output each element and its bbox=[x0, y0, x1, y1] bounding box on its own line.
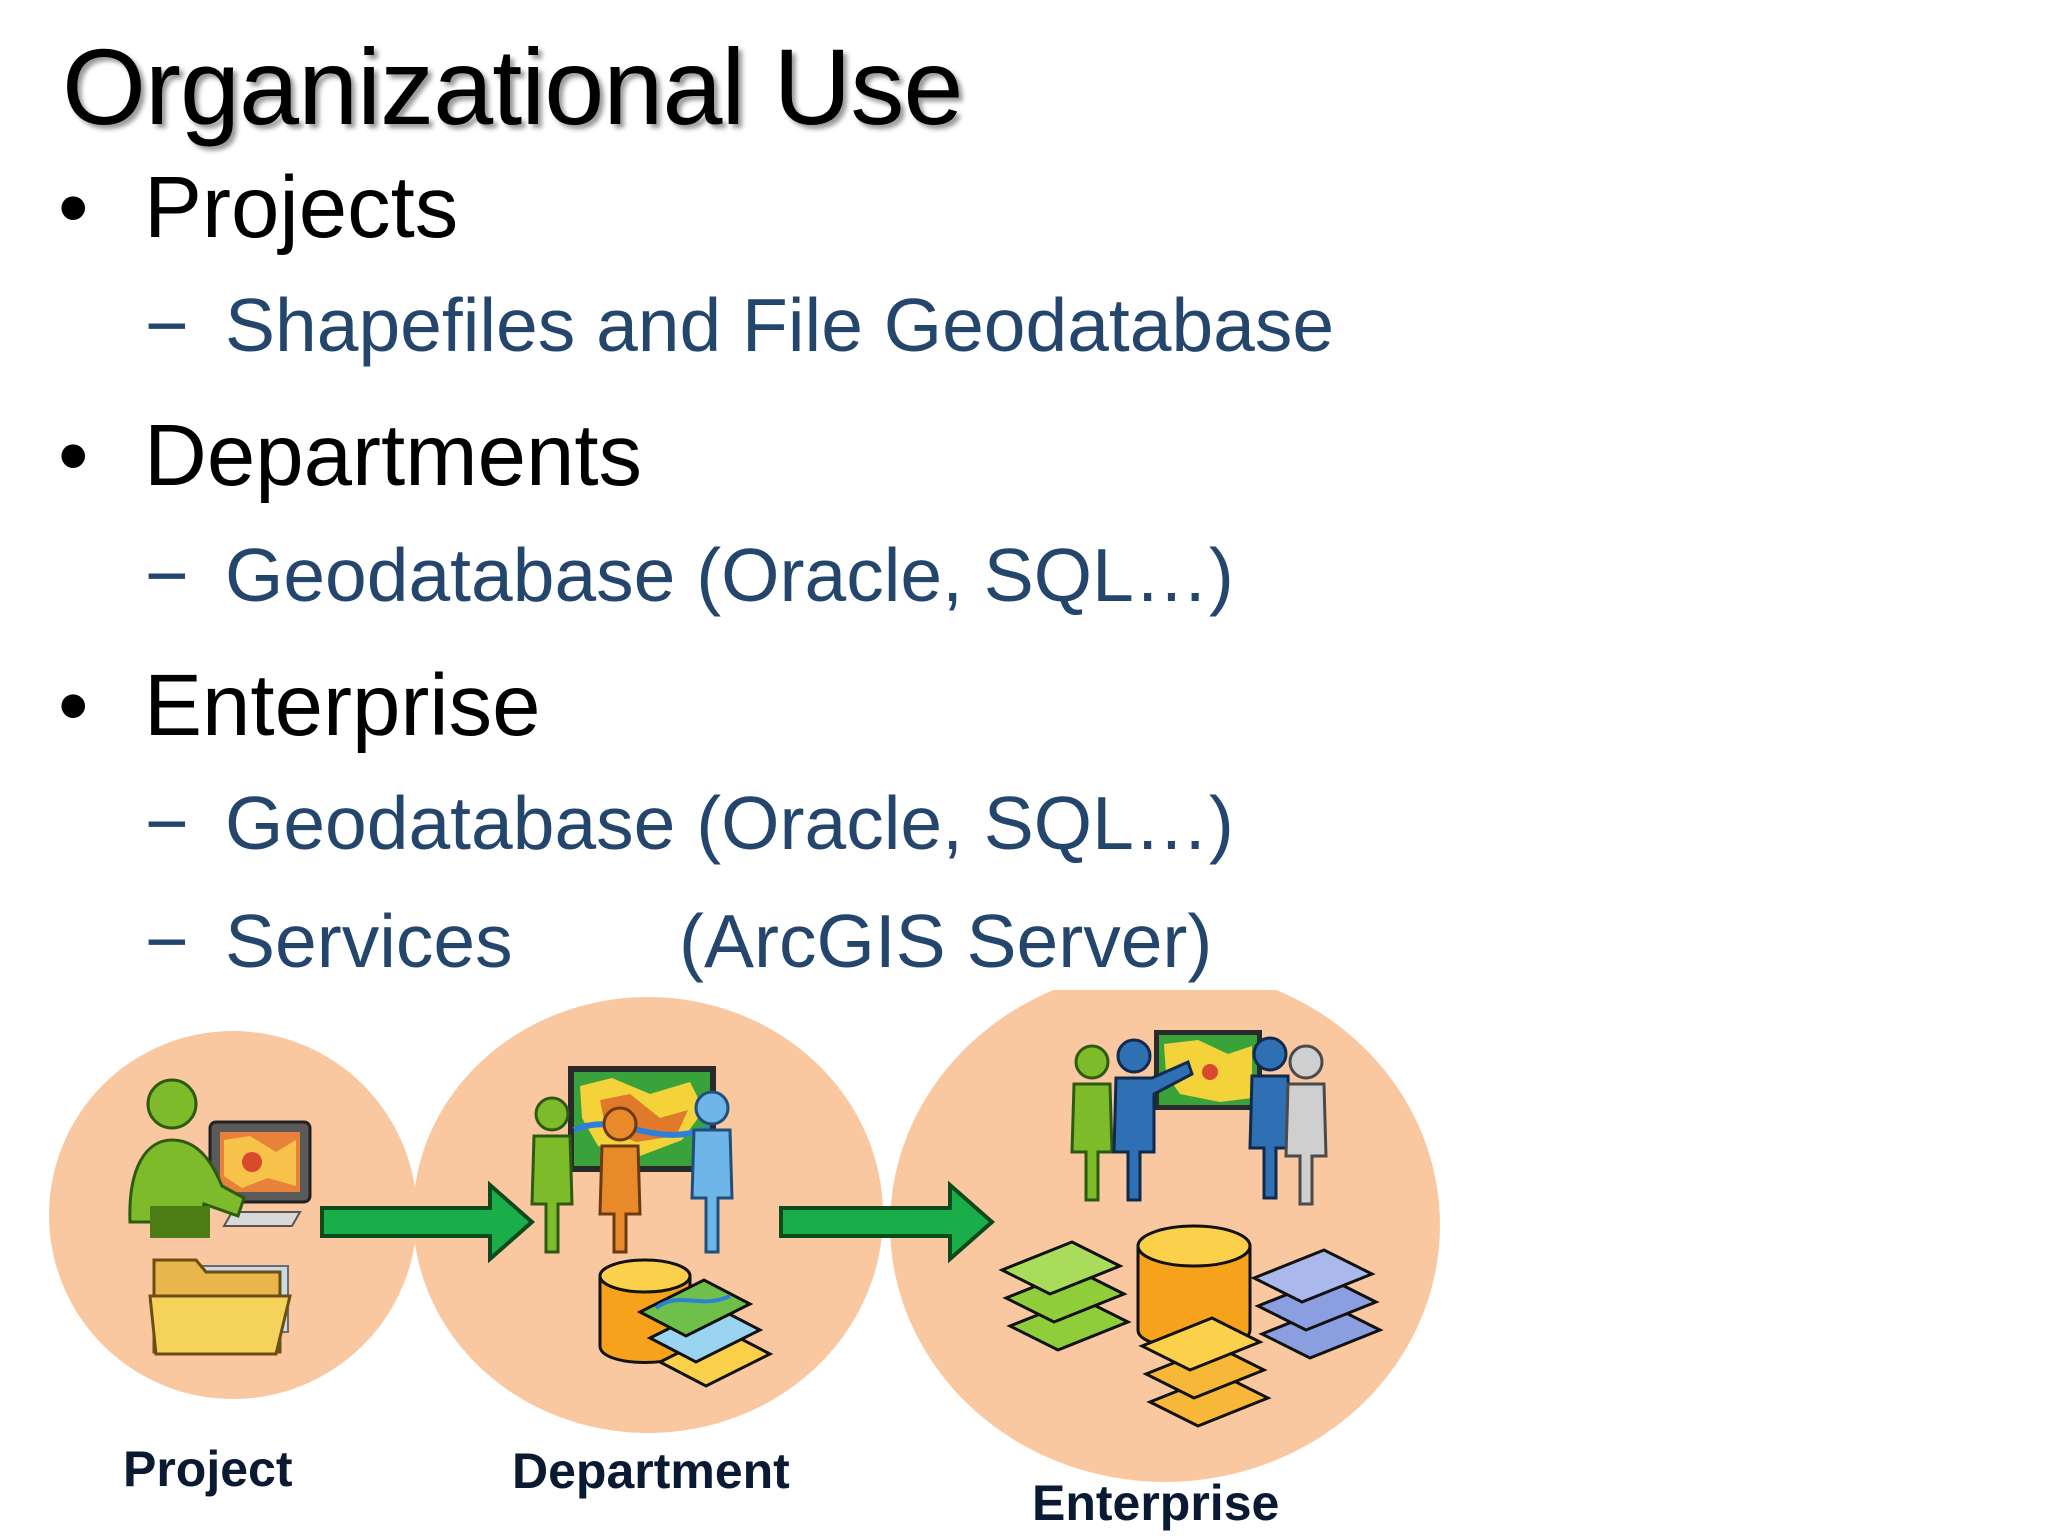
sub-item-services: −Services (ArcGIS Server) bbox=[145, 898, 1212, 984]
caption-project: Project bbox=[123, 1441, 293, 1497]
bullet-list: •Projects −Shapefiles and File Geodataba… bbox=[58, 158, 1334, 984]
bullet-dot: • bbox=[58, 159, 89, 256]
bullet-projects: • Projects bbox=[58, 158, 458, 258]
arrow-right-icon bbox=[320, 1180, 536, 1264]
organization-diagram: Project Department Enterprise bbox=[0, 990, 2048, 1536]
bullet-dot: • bbox=[58, 657, 89, 754]
sub-item-geodatabase-ent: −Geodatabase (Oracle, SQL…) bbox=[145, 780, 1234, 866]
sub-item-shapefiles: −Shapefiles and File Geodatabase bbox=[145, 282, 1334, 368]
folder-icon bbox=[148, 1258, 292, 1356]
sub-dash: − bbox=[145, 899, 189, 983]
map-layers-icon bbox=[636, 1278, 774, 1388]
sub-item-text: Shapefiles and File Geodatabase bbox=[225, 283, 1335, 367]
sub-item-text: Geodatabase (Oracle, SQL…) bbox=[225, 533, 1234, 617]
bullet-departments: • Departments bbox=[58, 406, 642, 506]
bullet-label: Projects bbox=[144, 159, 459, 256]
layer-stack-icon bbox=[998, 1240, 1384, 1428]
people-with-map-icon bbox=[530, 1066, 734, 1254]
bullet-label: Enterprise bbox=[144, 657, 541, 754]
department-circle bbox=[413, 997, 883, 1433]
slide-title: Organizational Use bbox=[62, 26, 963, 147]
sub-item-extra: (ArcGIS Server) bbox=[679, 899, 1213, 983]
sub-item-geodatabase-dept: −Geodatabase (Oracle, SQL…) bbox=[145, 532, 1234, 618]
bullet-label: Departments bbox=[144, 407, 643, 504]
sub-item-text: Geodatabase (Oracle, SQL…) bbox=[225, 781, 1234, 865]
sub-dash: − bbox=[145, 283, 189, 367]
bullet-dot: • bbox=[58, 407, 89, 504]
bullet-enterprise: • Enterprise bbox=[58, 656, 541, 756]
sub-dash: − bbox=[145, 781, 189, 865]
diagram-graphics bbox=[49, 990, 1440, 1482]
caption-department: Department bbox=[512, 1443, 790, 1499]
arrow-right-icon bbox=[779, 1180, 996, 1264]
sub-item-text: Services bbox=[225, 899, 513, 983]
presenters-with-map-icon bbox=[1070, 1030, 1328, 1206]
person-at-computer-icon bbox=[128, 1078, 312, 1238]
caption-enterprise: Enterprise bbox=[1032, 1475, 1280, 1531]
sub-dash: − bbox=[145, 533, 189, 617]
